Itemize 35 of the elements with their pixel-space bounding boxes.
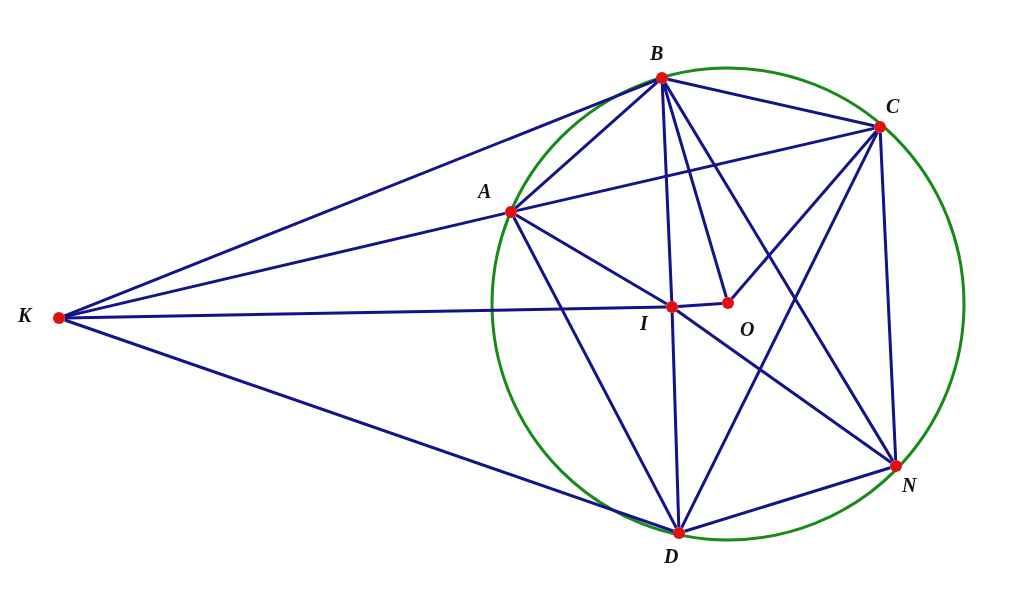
line-segment — [64, 305, 667, 320]
line-segment — [64, 78, 657, 318]
line-segment — [680, 131, 879, 529]
line-segment — [64, 318, 674, 533]
point-label: I — [640, 312, 648, 335]
line-segment — [64, 211, 506, 319]
line-segment — [512, 216, 678, 529]
point-dot — [505, 206, 517, 218]
point-label: O — [740, 318, 755, 341]
line-segment — [730, 130, 878, 300]
line-segment — [878, 132, 898, 461]
line-segment — [514, 80, 659, 210]
line-segment — [662, 83, 728, 298]
point-label: A — [478, 180, 492, 203]
line-segment — [515, 213, 668, 306]
point-dot — [666, 301, 678, 313]
point-label: K — [18, 304, 32, 327]
point-dot — [722, 297, 734, 309]
line-segment — [660, 83, 674, 302]
line-segment — [684, 466, 891, 533]
point-label: N — [902, 474, 917, 497]
line-segment — [663, 82, 895, 462]
point-label: B — [650, 42, 664, 65]
line-segment — [676, 309, 892, 464]
point-dot — [53, 312, 65, 324]
point-label: C — [886, 95, 900, 118]
point-label: D — [664, 545, 679, 568]
point-dot — [874, 121, 886, 133]
point-dot — [656, 72, 668, 84]
line-segment — [677, 301, 723, 309]
point-dot — [673, 527, 685, 539]
line-segment — [670, 312, 681, 528]
line-segment — [516, 126, 875, 213]
line-segment — [667, 77, 875, 128]
point-dot — [890, 460, 902, 472]
